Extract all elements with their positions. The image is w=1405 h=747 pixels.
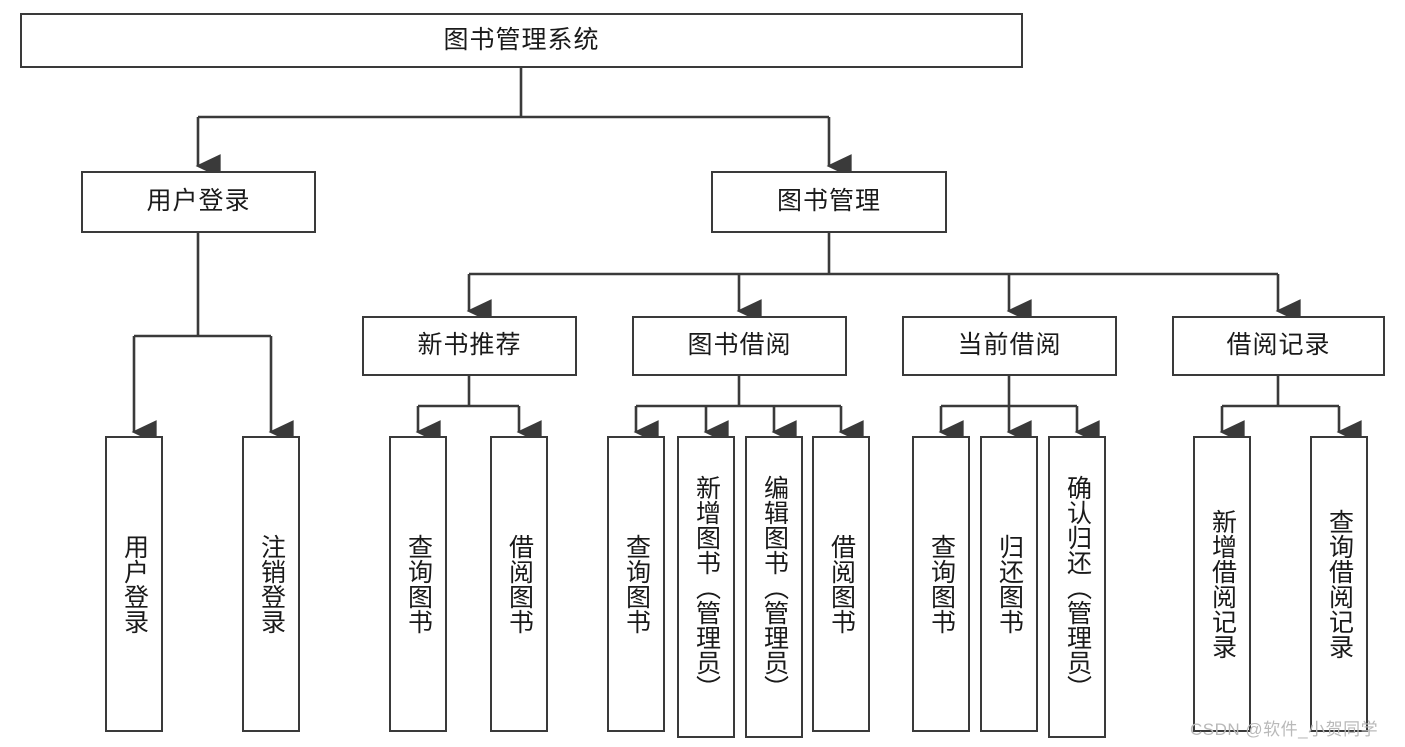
node-root-label: 图书管理系统: [443, 25, 600, 54]
node-book-borrow[interactable]: 图书借阅: [632, 316, 847, 376]
leaf-label: 编辑图书（管理员）: [760, 474, 789, 700]
node-current-borrow-label: 当前借阅: [957, 331, 1062, 360]
node-book-management[interactable]: 图书管理: [711, 171, 947, 233]
leaf-user-login-2[interactable]: 注销登录: [242, 436, 300, 732]
leaf-book-borrow-2[interactable]: 新增图书（管理员）: [677, 436, 735, 738]
node-new-book-recommend-label: 新书推荐: [417, 331, 522, 360]
leaf-borrow-record-1[interactable]: 新增借阅记录: [1193, 436, 1251, 732]
node-borrow-record-label: 借阅记录: [1226, 331, 1331, 360]
leaf-borrow-record-2[interactable]: 查询借阅记录: [1310, 436, 1368, 732]
leaf-label: 确认归还（管理员）: [1063, 474, 1092, 700]
leaf-label: 借阅图书: [827, 534, 856, 634]
leaf-current-borrow-2[interactable]: 归还图书: [980, 436, 1038, 732]
leaf-current-borrow-1[interactable]: 查询图书: [912, 436, 970, 732]
leaf-label: 注销登录: [257, 534, 286, 634]
node-book-borrow-label: 图书借阅: [687, 331, 792, 360]
leaf-label: 新增借阅记录: [1208, 509, 1237, 659]
node-current-borrow[interactable]: 当前借阅: [902, 316, 1117, 376]
node-borrow-record[interactable]: 借阅记录: [1172, 316, 1385, 376]
leaf-label: 查询图书: [622, 534, 651, 634]
leaf-book-borrow-4[interactable]: 借阅图书: [812, 436, 870, 732]
leaf-label: 借阅图书: [505, 534, 534, 634]
leaf-label: 归还图书: [995, 534, 1024, 634]
node-book-management-label: 图书管理: [776, 187, 881, 216]
node-user-login[interactable]: 用户登录: [81, 171, 316, 233]
leaf-label: 查询图书: [404, 534, 433, 634]
node-root[interactable]: 图书管理系统: [20, 13, 1023, 68]
leaf-new-book-2[interactable]: 借阅图书: [490, 436, 548, 732]
leaf-label: 查询图书: [927, 534, 956, 634]
leaf-book-borrow-3[interactable]: 编辑图书（管理员）: [745, 436, 803, 738]
leaf-book-borrow-1[interactable]: 查询图书: [607, 436, 665, 732]
leaf-label: 查询借阅记录: [1325, 509, 1354, 659]
node-new-book-recommend[interactable]: 新书推荐: [362, 316, 577, 376]
leaf-label: 用户登录: [120, 534, 149, 634]
leaf-new-book-1[interactable]: 查询图书: [389, 436, 447, 732]
leaf-current-borrow-3[interactable]: 确认归还（管理员）: [1048, 436, 1106, 738]
node-user-login-label: 用户登录: [146, 187, 251, 216]
leaf-user-login-1[interactable]: 用户登录: [105, 436, 163, 732]
leaf-label: 新增图书（管理员）: [692, 474, 721, 700]
